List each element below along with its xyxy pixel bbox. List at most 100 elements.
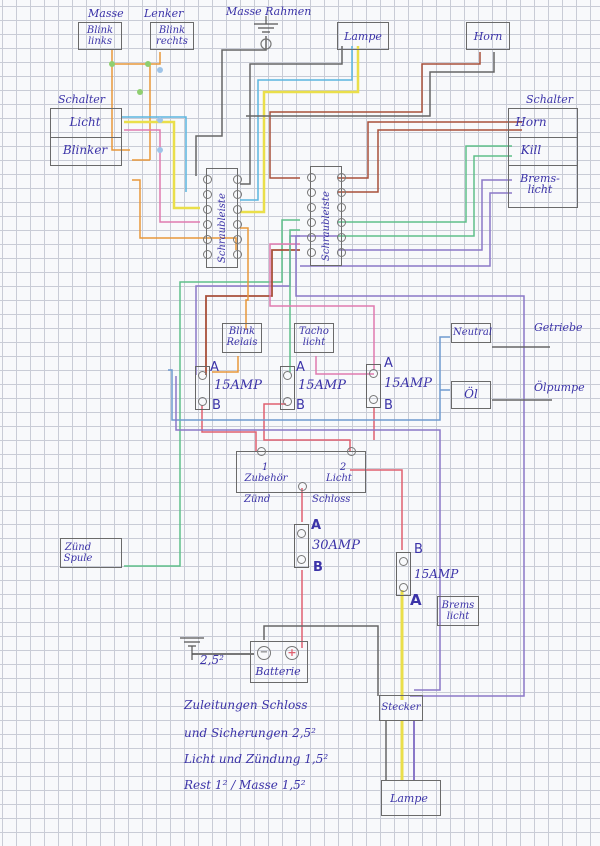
bremslicht-label: Brems licht — [441, 600, 475, 622]
oel-label: Öl — [464, 387, 478, 401]
neutral-label: Neutral — [453, 327, 493, 338]
fuse-brake-rating: 15AMP — [414, 567, 459, 581]
screw-terminal — [337, 188, 346, 197]
tacho-licht-label: Tacho licht — [299, 326, 329, 348]
horn-box: Horn — [466, 22, 510, 50]
wire-gray — [195, 36, 267, 176]
wire-gray — [263, 625, 379, 696]
fuse-main-pin-a: A — [311, 518, 322, 533]
schalter-kill-label[interactable]: Kill — [520, 143, 542, 157]
zuendschloss-schloss: Schloss — [312, 494, 351, 505]
fuse-pin-a — [399, 583, 408, 592]
wire-gray — [240, 46, 343, 185]
blink-links-label: Blink links — [86, 25, 114, 47]
stecker-label: Stecker — [381, 702, 421, 713]
wire-brown — [205, 249, 300, 375]
wire-blue — [168, 336, 450, 421]
screw-terminal — [307, 188, 316, 197]
wire-lightblue — [122, 116, 187, 192]
zuendschloss-pin-1 — [257, 447, 266, 456]
wire-green — [338, 145, 512, 223]
wire-green — [289, 229, 300, 372]
blink-relais-box: Blink Relais — [222, 323, 262, 353]
schraubleiste-2: Schraubleiste — [307, 166, 346, 266]
schraubleiste-2-label: Schraubleiste — [321, 191, 332, 261]
screw-terminal — [307, 248, 316, 257]
screw-terminal — [307, 173, 316, 182]
lampe-bottom-box: Lampe — [381, 780, 441, 816]
fuse-pin-b — [198, 397, 207, 406]
screw-terminal — [203, 235, 212, 244]
fuse-pin-b — [283, 397, 292, 406]
wire-orange — [212, 356, 239, 373]
schalter-licht-label[interactable]: Licht — [69, 115, 101, 129]
schraubleiste-1: Schraubleiste — [203, 168, 242, 268]
schalter-left-box: Licht Blinker — [50, 108, 122, 166]
wire-orange — [132, 52, 161, 161]
wire-red — [201, 405, 257, 452]
getriebe-label: Getriebe — [534, 321, 583, 334]
masse-rahmen-label: Masse Rahmen — [226, 5, 312, 18]
fuse-brake — [396, 552, 411, 596]
note-line-2: und Sicherungen 2,5² — [184, 726, 316, 740]
screw-terminal — [233, 235, 242, 244]
bremslicht-box: Brems licht — [437, 596, 479, 626]
wire-purple — [295, 235, 525, 697]
note-line-1: Zuleitungen Schloss — [184, 698, 308, 712]
screw-terminal — [337, 218, 346, 227]
screw-terminal — [307, 218, 316, 227]
zuendschloss-pin-2 — [347, 447, 356, 456]
screw-terminal — [337, 233, 346, 242]
wire-gray — [246, 52, 495, 117]
schalter-bremslicht-label[interactable]: Brems-licht — [520, 172, 560, 196]
lampe-top-label: Lampe — [344, 30, 382, 43]
wire-yellow — [124, 120, 200, 210]
fuse-pin-a — [198, 371, 207, 380]
fuse-3-pin-a: A — [384, 356, 393, 371]
zuendschloss-licht: Licht — [326, 473, 352, 484]
wire-pink — [315, 356, 374, 375]
batterie-box: − + Batterie — [250, 641, 308, 683]
wire-red — [350, 469, 403, 550]
zuendschloss-zubehoer: Zubehör — [244, 473, 288, 484]
batterie-label: Batterie — [255, 665, 301, 678]
screw-terminal — [337, 173, 346, 182]
ground-symbol — [254, 16, 278, 33]
wire-brown — [269, 52, 481, 179]
zuendschloss-pos-2: 2 — [339, 462, 347, 473]
fuse-pin-a — [369, 369, 378, 378]
fuse-2-pin-a: A — [296, 360, 305, 375]
wire-pink — [269, 243, 375, 370]
fuse-3 — [366, 364, 381, 408]
screw-terminal — [337, 248, 346, 257]
wire-green — [124, 219, 300, 567]
note-line-4: Rest 1² / Masse 1,5² — [184, 778, 306, 792]
fuse-3-rating: 15AMP — [384, 376, 432, 391]
schalter-right-title: Schalter — [526, 93, 574, 106]
fuse-2 — [280, 366, 295, 410]
zuendschloss-pos-1: 1 — [261, 462, 269, 473]
batterie-plus-terminal: + — [285, 646, 299, 660]
oelpumpe-label: Ölpumpe — [534, 381, 585, 394]
fuse-2-pin-b: B — [296, 398, 305, 413]
oel-box: Öl — [451, 381, 491, 409]
schalter-left-title: Schalter — [58, 93, 106, 106]
note-line-3: Licht und Zündung 1,5² — [184, 752, 329, 766]
fuse-1-pin-a: A — [210, 360, 219, 375]
screw-terminal — [203, 205, 212, 214]
fuse-brake-pin-b: B — [414, 542, 423, 557]
schalter-blinker-label[interactable]: Blinker — [62, 143, 108, 157]
fuse-3-pin-b: B — [384, 398, 393, 413]
blink-rechts-box: Blink rechts — [150, 22, 194, 50]
screw-terminal — [233, 190, 242, 199]
masse-label: Masse — [88, 7, 124, 20]
wire-lightblue — [240, 46, 353, 201]
schalter-horn-label[interactable]: Horn — [515, 115, 547, 129]
fuse-pin-b — [297, 555, 306, 564]
screw-terminal — [233, 205, 242, 214]
wire-pink — [124, 129, 200, 223]
screw-terminal — [337, 203, 346, 212]
stecker-box: Stecker — [379, 695, 423, 721]
wire-purple — [175, 376, 441, 691]
zuendschloss-pin-out — [298, 482, 307, 491]
